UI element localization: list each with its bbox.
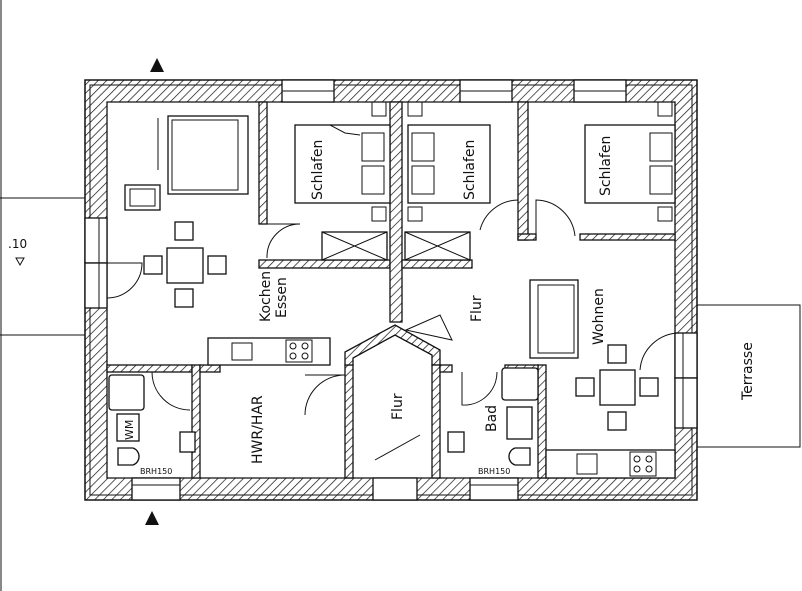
terrace: Terrasse (697, 304, 801, 448)
terrace-door-left (84, 262, 108, 309)
sofa (167, 115, 249, 195)
terrace-door-right (674, 332, 698, 379)
window (84, 217, 108, 264)
kitchen-counter (207, 337, 331, 366)
room-label-bath: Bad (484, 405, 500, 432)
room-labels: Schlafen Schlafen Schlafen Kochen Essen … (250, 136, 614, 464)
room-label-bedroom-3: Schlafen (598, 136, 614, 196)
room-label-bedroom-2: Schlafen (462, 140, 478, 200)
sofa (529, 279, 579, 359)
exterior-walls (84, 79, 698, 501)
room-label-dining: Essen (274, 277, 290, 318)
level-mark: .10 (8, 237, 27, 251)
room-label-terrace: Terrasse (740, 342, 756, 401)
bed (294, 124, 391, 204)
sill-height-left: BRH150 (140, 467, 172, 476)
window (469, 477, 519, 501)
bed (407, 124, 491, 204)
exterior-area-left: .10 (0, 197, 86, 336)
washing-machine (116, 413, 140, 442)
room-label-living: Wohnen (591, 288, 607, 345)
window (131, 477, 181, 501)
sink (447, 431, 465, 453)
entrance-door (372, 477, 418, 501)
bed (584, 124, 676, 204)
shower (108, 374, 145, 411)
toilet (508, 447, 531, 466)
dining-table (166, 247, 204, 284)
section-arrow-bottom-icon (145, 511, 159, 525)
room-label-bedroom-1: Schlafen (310, 140, 326, 200)
toilet (117, 447, 140, 466)
furniture: WM BRH150 BRH150 (108, 101, 676, 479)
dining-table (599, 369, 636, 406)
sink (179, 431, 196, 453)
kitchen-counter (545, 449, 676, 479)
bathtub (506, 406, 533, 440)
interior-walls (106, 101, 676, 479)
room-label-hall-lower: Flur (390, 393, 406, 420)
sill-height-right: BRH150 (478, 467, 510, 476)
room-label-hall-upper: Flur (469, 295, 485, 322)
window (674, 377, 698, 429)
section-arrow-top-icon (150, 58, 164, 72)
room-label-utility: HWR/HAR (250, 395, 266, 464)
shower (501, 367, 539, 401)
level-triangle-icon (15, 257, 25, 267)
room-label-kitchen: Kochen (258, 271, 274, 322)
washing-machine-label: WM (123, 420, 136, 440)
doors (106, 199, 681, 461)
